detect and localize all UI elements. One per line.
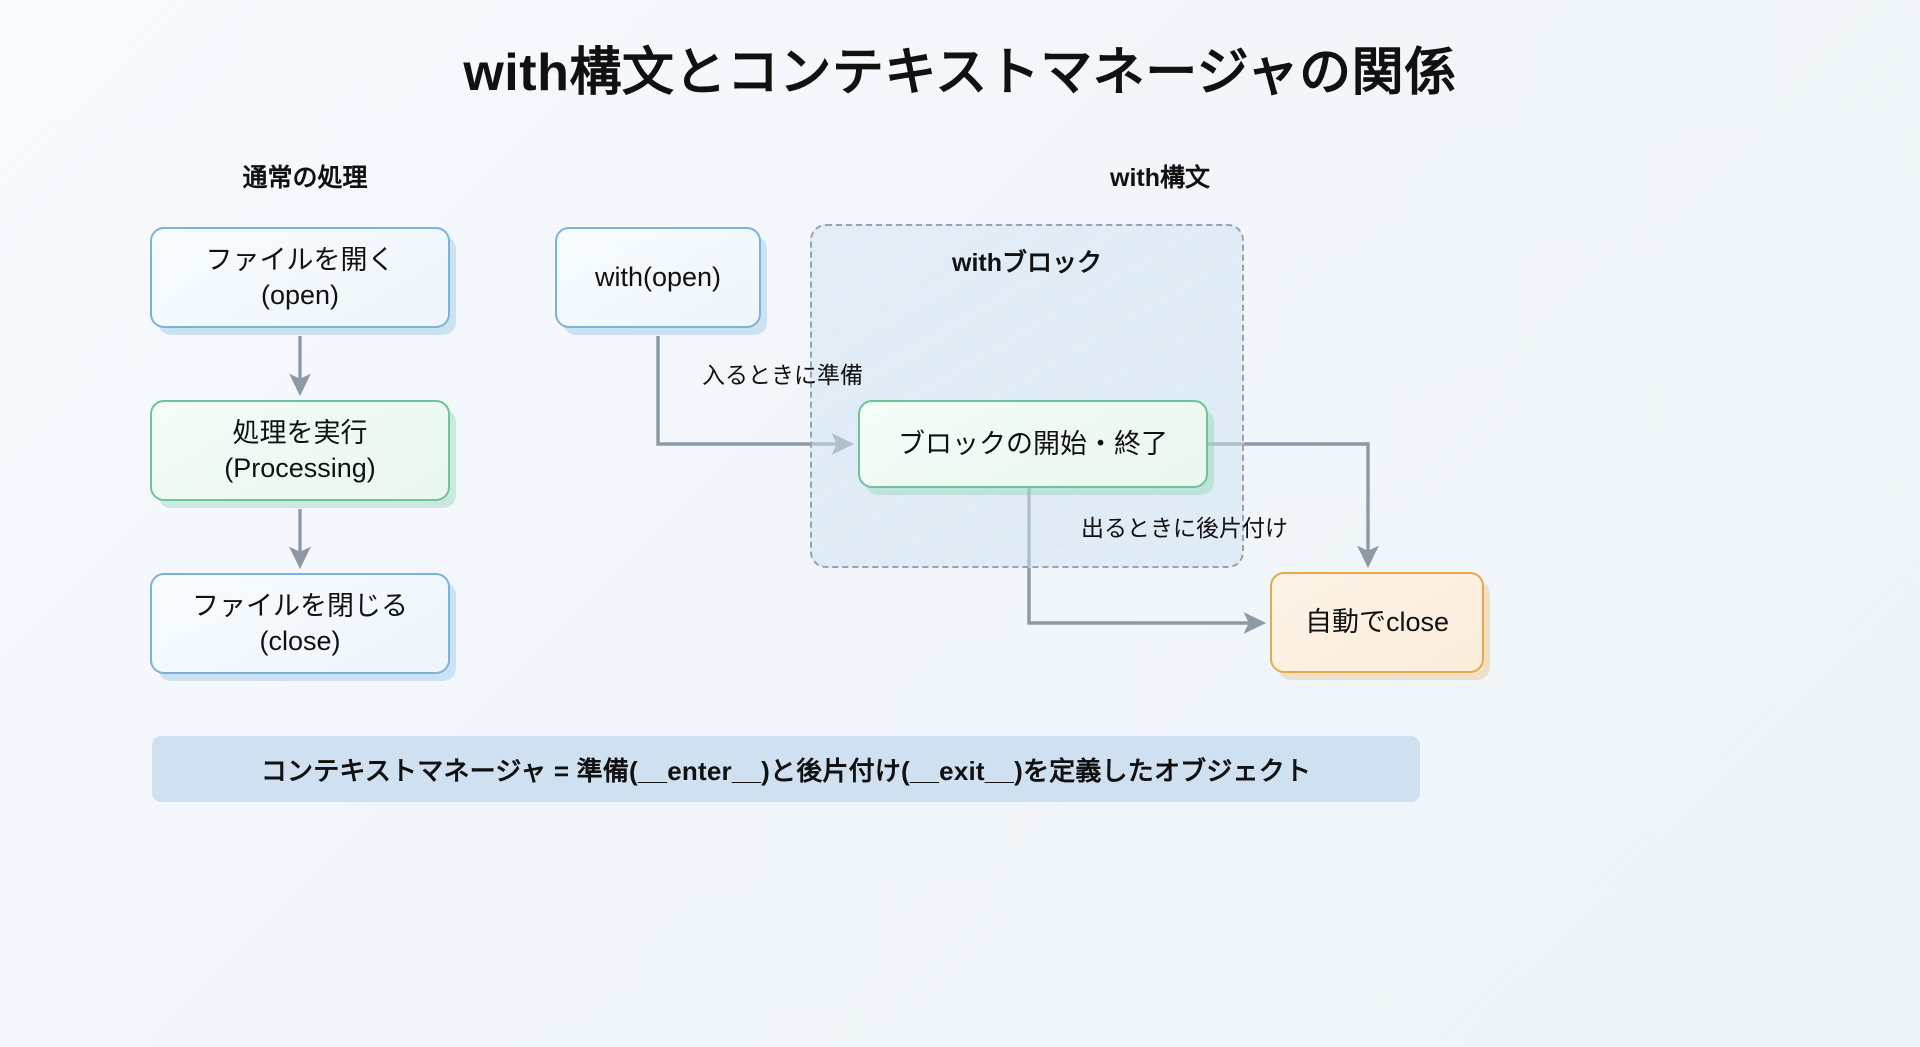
with-block-label: withブロック — [952, 249, 1102, 277]
node-processing-line2: (Processing) — [224, 452, 376, 483]
with-block-region — [810, 224, 1244, 568]
edge-label-exit: 出るときに後片付け — [1081, 515, 1288, 541]
summary-banner: コンテキストマネージャ = 準備(__enter__)と後片付け(__exit_… — [152, 736, 1420, 802]
node-processing[interactable]: 処理を実行 (Processing) — [150, 400, 450, 501]
node-file-close-line1: ファイルを閉じる — [192, 590, 408, 621]
node-auto-close[interactable]: 自動でclose — [1270, 572, 1484, 673]
left-column-heading: 通常の処理 — [242, 164, 368, 192]
node-block-start-end[interactable]: ブロックの開始・終了 — [858, 400, 1208, 488]
node-file-open-line2: (open) — [260, 279, 340, 310]
right-column-heading: with構文 — [1110, 164, 1210, 192]
node-file-open[interactable]: ファイルを開く (open) — [150, 227, 450, 328]
node-file-open-line1: ファイルを開く — [205, 244, 395, 275]
node-file-close-line2: (close) — [259, 625, 341, 656]
node-with-open[interactable]: with(open) — [555, 227, 761, 328]
edge-label-enter: 入るときに準備 — [702, 362, 863, 388]
node-processing-line1: 処理を実行 — [232, 417, 368, 448]
page-title: with構文とコンテキストマネージャの関係 — [463, 44, 1457, 102]
node-file-close[interactable]: ファイルを閉じる (close) — [150, 573, 450, 674]
